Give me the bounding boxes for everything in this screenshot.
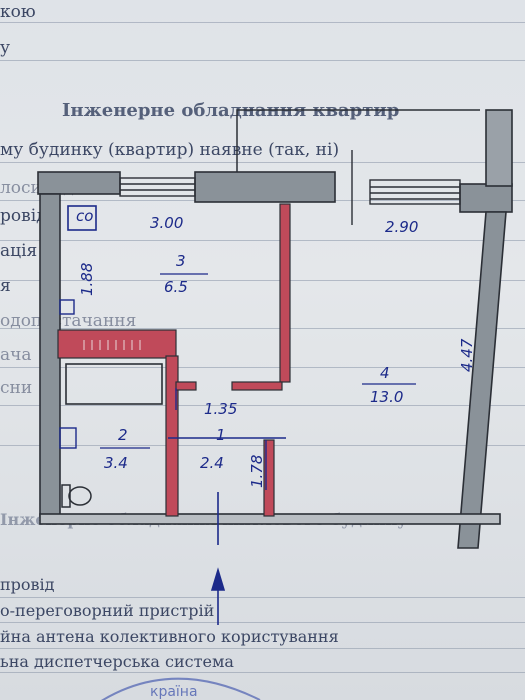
bathtub <box>65 363 163 405</box>
partition-bath-right <box>165 355 179 517</box>
dim-right-side: 4.47 <box>458 338 476 372</box>
dim-corridor-height: 1.78 <box>248 455 266 488</box>
partition-main <box>279 203 291 383</box>
ruled-line <box>0 22 525 23</box>
room-1-number: 1 <box>216 426 226 444</box>
room-4-number: 4 <box>380 364 390 382</box>
section-title: Інженерне обладнання квартир <box>62 100 400 121</box>
room-3-area: 6.5 <box>164 278 188 296</box>
bottom-line: ьна диспетчерська система <box>0 652 234 671</box>
loggia-outline <box>236 109 480 172</box>
toilet-icon <box>61 484 92 508</box>
dim-top-left: 3.00 <box>150 214 183 232</box>
dim-top-right: 2.90 <box>385 218 418 236</box>
stamp-text: країна <box>150 684 198 700</box>
bottom-line: йна антена колективного користування <box>0 627 339 646</box>
text-fragment: я <box>0 276 11 296</box>
partition-corridor-right <box>231 381 283 391</box>
dim-left-upper: 1.88 <box>78 263 96 296</box>
ruled-line <box>0 445 525 446</box>
text-fragment: ація <box>0 241 38 261</box>
entrance-arrow <box>210 492 226 625</box>
wall-right <box>457 211 507 549</box>
room-2-number: 2 <box>118 426 128 444</box>
ruled-line <box>0 405 525 406</box>
fixture-label: co <box>76 207 93 225</box>
ruled-line <box>0 648 525 649</box>
wall-top-right <box>459 183 513 213</box>
text-fragment: ача <box>0 345 32 365</box>
window-left <box>119 177 196 197</box>
sink-fixture-bath <box>59 427 77 449</box>
ruled-line <box>0 672 525 673</box>
ruled-line <box>0 328 525 329</box>
room-3-number: 3 <box>176 252 186 270</box>
section-line: му будинку (квартир) наявне (так, ні) <box>0 140 340 160</box>
dim-corridor-width: 1.35 <box>204 400 237 418</box>
text-fragment: одопостачання <box>0 311 137 331</box>
dimension-lines <box>168 388 286 490</box>
partition-bath-top <box>57 329 177 359</box>
ruled-line <box>0 597 525 598</box>
sink-fixture <box>59 299 75 315</box>
bottom-line: провід <box>0 575 55 594</box>
bottom-line: о-переговорний пристрій <box>0 601 215 620</box>
partition-corridor-low <box>263 439 275 517</box>
stamp-arc <box>101 677 261 700</box>
room-4-area: 13.0 <box>370 388 403 406</box>
radiator <box>83 340 141 350</box>
ruled-line <box>0 622 525 623</box>
text-fragment: кою <box>0 2 36 22</box>
stove-fixture <box>67 205 97 231</box>
wall-protrusion <box>485 109 513 187</box>
ruled-line <box>0 60 525 61</box>
windows <box>119 177 461 205</box>
ruled-line <box>0 240 525 241</box>
text-fragment: у <box>0 38 11 58</box>
room-1-area: 2.4 <box>200 454 224 472</box>
ruled-line <box>0 280 525 281</box>
ruled-line <box>0 367 525 368</box>
text-fragment: ровід <box>0 206 47 226</box>
ruled-line <box>0 162 525 163</box>
partitions <box>57 203 291 517</box>
room-2-area: 3.4 <box>104 454 128 472</box>
text-fragment: сни <box>0 378 33 398</box>
window-right <box>369 179 461 205</box>
partition-corridor-left <box>175 381 197 391</box>
plan-outer-walls <box>37 109 513 549</box>
